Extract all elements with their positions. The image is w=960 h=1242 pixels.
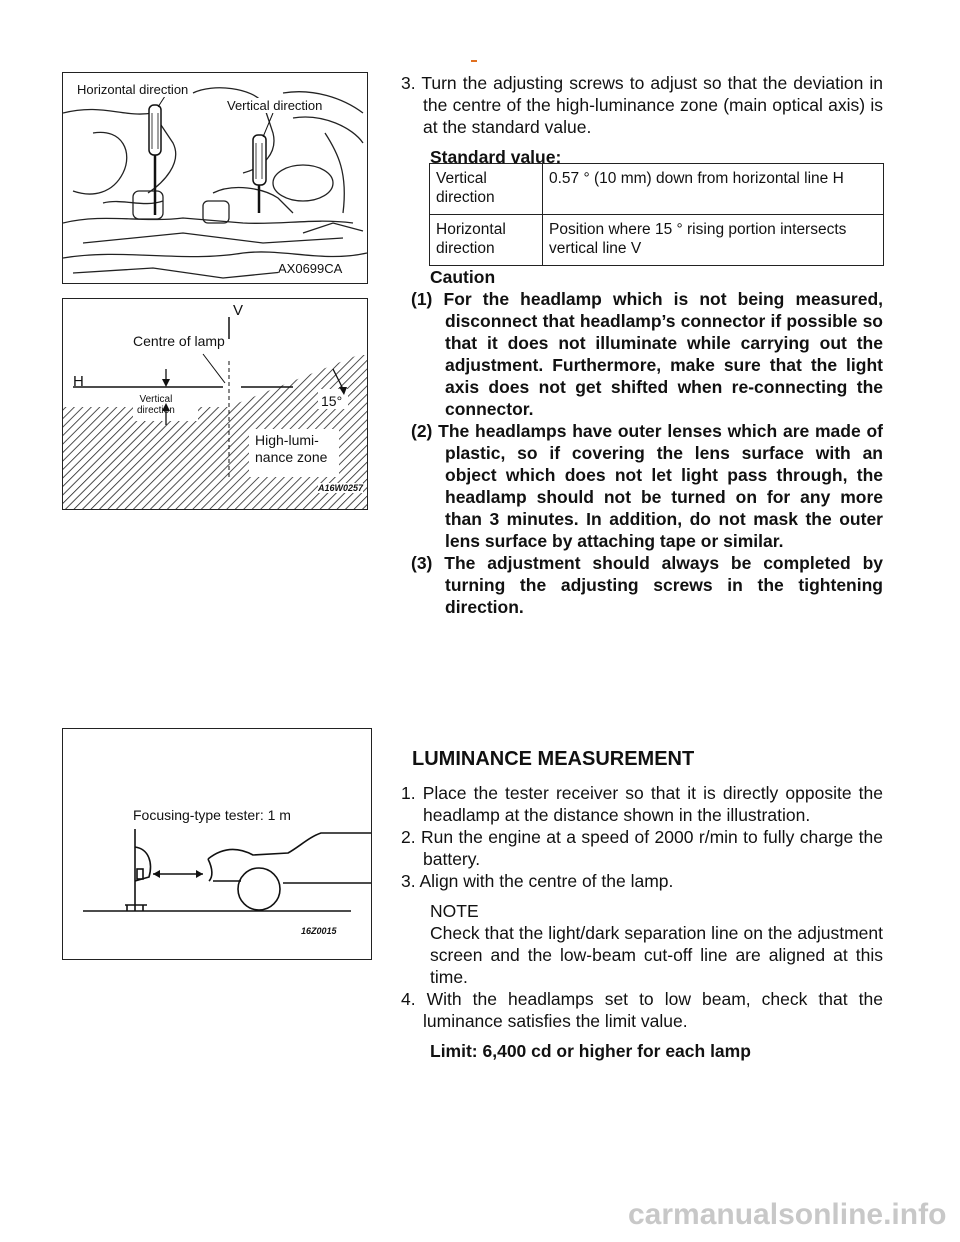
label-vertical-line1: Vertical bbox=[139, 394, 173, 405]
note-title: NOTE bbox=[430, 901, 479, 921]
standard-value-table: Vertical direction 0.57 ° (10 mm) down f… bbox=[429, 163, 884, 266]
tester-setup-drawing bbox=[83, 829, 371, 912]
figure-tester-setup: Focusing-type tester: 1 m 16Z0015 bbox=[62, 728, 372, 960]
label-vertical-direction-small: Vertical direction bbox=[137, 394, 175, 416]
label-zone-line1: High-lumi- bbox=[255, 432, 319, 448]
label-h-line: H bbox=[73, 373, 84, 390]
caution-block: Caution (1) For the headlamp which is no… bbox=[401, 266, 883, 618]
label-centre-of-lamp: Centre of lamp bbox=[133, 333, 225, 349]
label-focusing-tester: Focusing-type tester: 1 m bbox=[133, 807, 291, 823]
page-marker bbox=[471, 60, 477, 62]
table-cell-name: Horizontal direction bbox=[429, 214, 543, 266]
standard-value-label: Standard value: bbox=[430, 147, 562, 167]
luminance-step: 1. Place the tester receiver so that it … bbox=[401, 783, 883, 825]
table-cell-value: 0.57 ° (10 mm) down from horizontal line… bbox=[542, 163, 884, 215]
note-text: Check that the light/dark separation lin… bbox=[430, 923, 883, 987]
caution-title: Caution bbox=[430, 267, 496, 287]
figure-code: AX0699CA bbox=[278, 261, 343, 276]
limit-value: Limit: 6,400 cd or higher for each lamp bbox=[430, 1041, 751, 1061]
step3-block: 3. Turn the adjusting screws to adjust s… bbox=[401, 72, 883, 168]
label-v-line: V bbox=[233, 302, 244, 319]
label-vertical-line2: direction bbox=[137, 405, 175, 416]
label-vertical-direction: Vertical direction bbox=[227, 98, 323, 113]
figure-code: 16Z0015 bbox=[301, 926, 337, 936]
table-row: Vertical direction 0.57 ° (10 mm) down f… bbox=[429, 163, 884, 215]
table-cell-name: Vertical direction bbox=[429, 163, 543, 215]
label-zone-line2: nance zone bbox=[255, 449, 328, 465]
label-high-luminance-zone: High-lumi- nance zone bbox=[255, 432, 327, 466]
label-15-degrees: 15° bbox=[321, 393, 343, 409]
caution-item: (3) The adjustment should always be comp… bbox=[411, 553, 883, 617]
luminance-step: 3. Align with the centre of the lamp. bbox=[401, 871, 674, 891]
caution-item: (2) The headlamps have outer lenses whic… bbox=[411, 421, 883, 551]
figure-code: A16W0257 bbox=[318, 483, 364, 493]
section-heading: LUMINANCE MEASUREMENT bbox=[412, 748, 695, 770]
label-horizontal-direction: Horizontal direction bbox=[77, 82, 189, 97]
table-cell-value: Position where 15 ° rising portion inter… bbox=[542, 214, 884, 266]
engine-bay-drawing bbox=[63, 87, 367, 279]
step3-text: 3. Turn the adjusting screws to adjust s… bbox=[401, 73, 883, 137]
luminance-step: 4. With the headlamps set to low beam, c… bbox=[401, 989, 883, 1031]
beam-pattern-diagram bbox=[63, 317, 367, 509]
figure-adjusting-screws: Horizontal direction Vertical direction … bbox=[62, 72, 368, 284]
luminance-steps: 1. Place the tester receiver so that it … bbox=[401, 782, 883, 1062]
luminance-step: 2. Run the engine at a speed of 2000 r/m… bbox=[401, 827, 883, 869]
figure-beam-pattern: V Centre of lamp H Vertical direction 15… bbox=[62, 298, 368, 510]
watermark: carmanualsonline.info bbox=[628, 1198, 947, 1231]
table-row: Horizontal direction Position where 15 °… bbox=[429, 214, 884, 266]
caution-item: (1) For the headlamp which is not being … bbox=[411, 289, 883, 419]
